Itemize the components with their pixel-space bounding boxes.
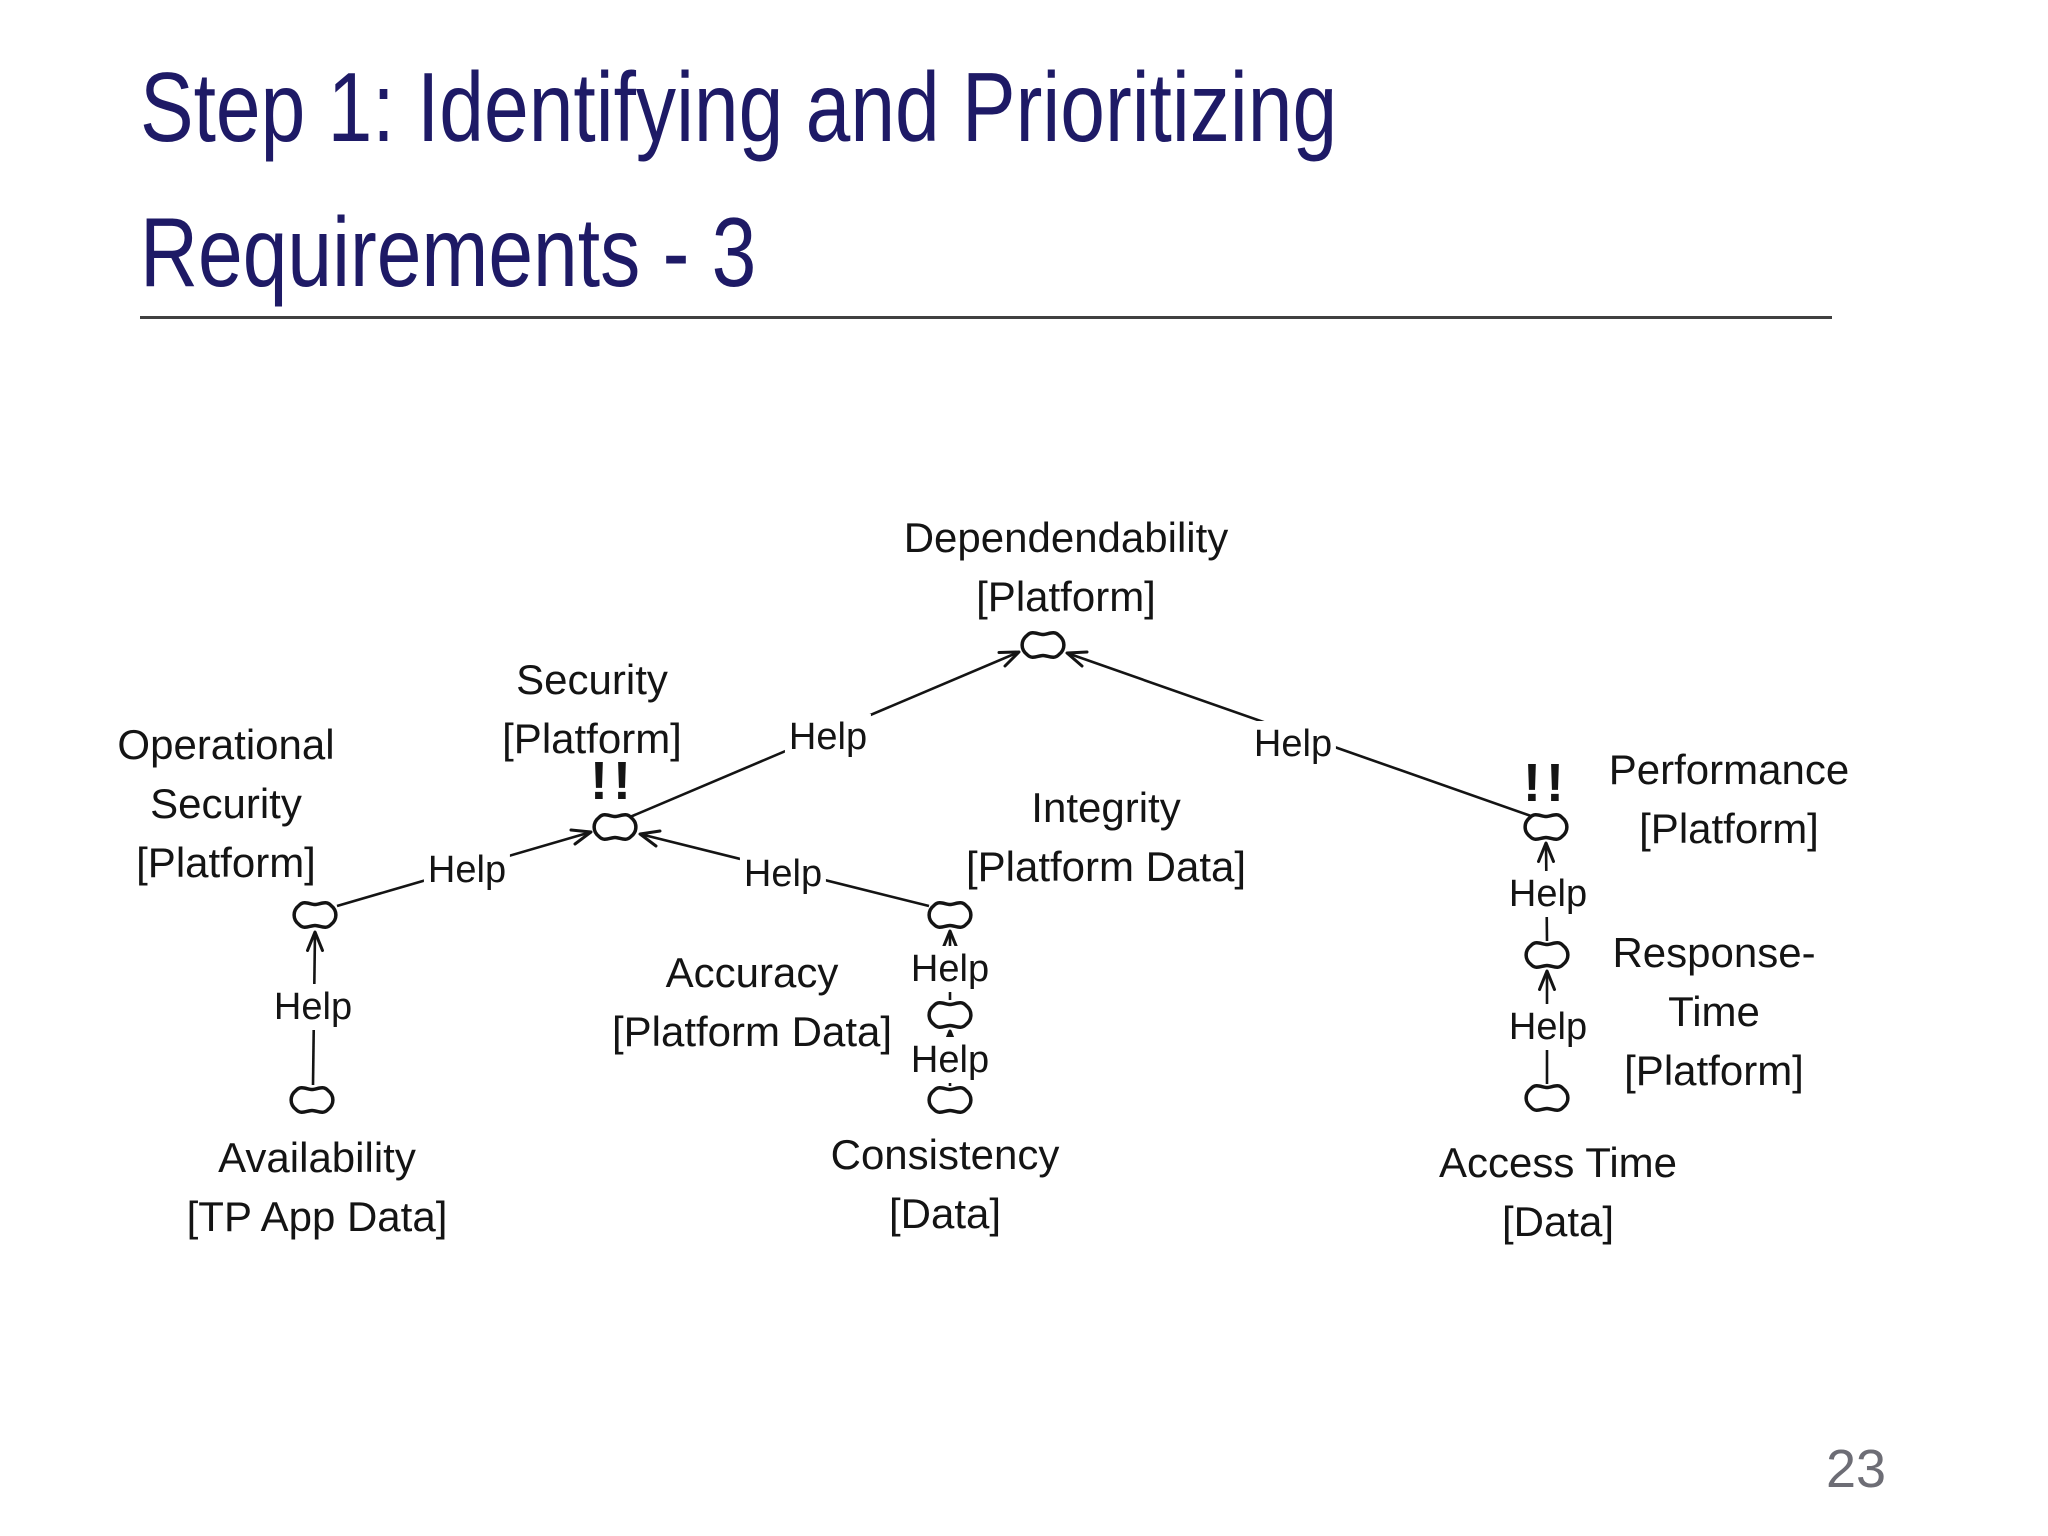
edge-label-help-consistency-accuracy: Help — [906, 1037, 994, 1083]
node-label-line: [Platform Data] — [965, 843, 1247, 890]
edge-label-help-performance-dependendability: Help — [1249, 721, 1337, 767]
node-label-line: Dependendability — [903, 514, 1229, 561]
node-label-line: [Platform] — [502, 715, 682, 762]
node-label-line: [TP App Data] — [186, 1193, 448, 1240]
node-label-line: Availability — [218, 1134, 416, 1181]
arrowhead-into-integrity — [941, 929, 959, 951]
node-label-availability: Availability [TP App Data] — [187, 1128, 448, 1246]
node-label-line: Consistency — [830, 1131, 1060, 1178]
node-label-security: Security [Platform] — [502, 650, 682, 768]
node-label-line: [Platform Data] — [611, 1008, 893, 1055]
node-label-accuracy: Accuracy [Platform Data] — [612, 943, 892, 1061]
edge-label-help-operational-security-security: Help — [423, 847, 511, 893]
node-label-line: Security — [516, 656, 668, 703]
node-label-line: Time — [1668, 988, 1760, 1035]
edge-label-help-integrity-security: Help — [739, 851, 827, 897]
node-label-line: Performance — [1608, 746, 1850, 793]
node-label-line: Response- — [1612, 929, 1816, 976]
node-label-operational-security: Operational Security [Platform] — [117, 715, 334, 892]
node-label-response-time: Response- Time [Platform] — [1612, 923, 1815, 1100]
softgoal-cloud-integrity-icon — [927, 901, 973, 929]
priority-marker-performance: !! — [1523, 753, 1569, 813]
softgoal-cloud-accuracy-icon — [927, 1001, 973, 1029]
arrowhead-into-security-right — [638, 829, 662, 848]
node-label-line: [Data] — [888, 1190, 1002, 1237]
title-underline — [140, 316, 1832, 319]
softgoal-cloud-security-icon — [592, 813, 638, 841]
softgoal-cloud-consistency-icon — [927, 1086, 973, 1114]
arrowhead-into-dependendability-left — [997, 650, 1021, 668]
node-label-performance: Performance [Platform] — [1609, 740, 1849, 858]
arrowhead-into-performance — [1537, 841, 1555, 863]
edge-label-help-availability-operational-security: Help — [269, 984, 357, 1030]
softgoal-cloud-dependendability-icon — [1020, 631, 1066, 659]
node-label-line: Integrity — [1031, 784, 1181, 831]
node-label-integrity: Integrity [Platform Data] — [966, 778, 1246, 896]
node-label-line: [Platform] — [1639, 805, 1819, 852]
edge-label-help-access-time-response-time: Help — [1504, 1004, 1592, 1050]
page-number: 23 — [1826, 1439, 1887, 1499]
node-label-line: Access Time — [1438, 1139, 1678, 1186]
node-label-line: Accuracy — [665, 949, 839, 996]
slide-title: Step 1: Identifying and Prioritizing Req… — [140, 35, 1337, 325]
arrowhead-into-dependendability-right — [1065, 650, 1089, 668]
softgoal-cloud-response-time-icon — [1524, 941, 1570, 969]
softgoal-cloud-operational-security-icon — [292, 901, 338, 929]
node-label-line: Operational — [117, 721, 335, 768]
edge-label-help-response-time-performance: Help — [1504, 871, 1592, 917]
priority-marker-security: !! — [590, 751, 636, 811]
arrowhead-into-response-time — [1538, 969, 1556, 991]
arrowhead-into-security-left — [569, 828, 593, 846]
arrowhead-into-operational-security — [306, 930, 324, 952]
node-label-line: [Platform] — [976, 573, 1156, 620]
softgoal-cloud-availability-icon — [289, 1086, 335, 1114]
softgoal-cloud-performance-icon — [1523, 813, 1569, 841]
edge-label-help-accuracy-integrity: Help — [906, 946, 994, 992]
node-label-line: [Platform] — [136, 839, 316, 886]
node-label-dependendability: Dependendability [Platform] — [904, 508, 1229, 626]
slide-title-line2: Requirements - 3 — [140, 197, 757, 307]
edge-label-help-security-dependendability: Help — [784, 714, 872, 760]
node-label-line: [Data] — [1501, 1198, 1615, 1245]
node-label-consistency: Consistency [Data] — [831, 1125, 1060, 1243]
slide-title-line1: Step 1: Identifying and Prioritizing — [140, 52, 1338, 162]
node-label-access-time: Access Time [Data] — [1439, 1133, 1677, 1251]
softgoal-cloud-access-time-icon — [1524, 1084, 1570, 1112]
node-label-line: Security — [150, 780, 302, 827]
node-label-line: [Platform] — [1624, 1047, 1804, 1094]
